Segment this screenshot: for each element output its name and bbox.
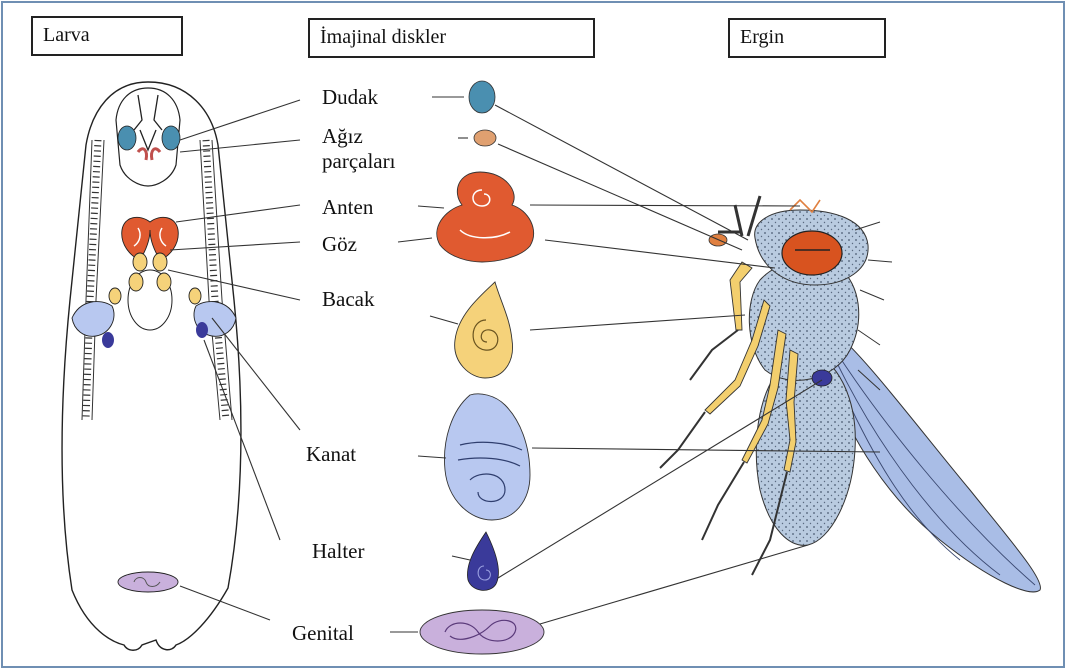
label-kanat: Kanat xyxy=(306,443,356,465)
label-agiz-line2: parçaları xyxy=(322,150,395,172)
label-goz: Göz xyxy=(322,233,357,255)
larva-dudak-disc xyxy=(118,126,136,150)
larva-halter-disc-left xyxy=(102,332,114,348)
label-anten: Anten xyxy=(322,196,373,218)
larva-halter-disc-right xyxy=(196,322,208,338)
adult-fly-drawing xyxy=(660,196,1040,592)
fly-eye xyxy=(782,231,842,275)
agiz-disc xyxy=(474,130,496,146)
fly-antenna xyxy=(718,196,760,236)
header-larva: Larva xyxy=(31,16,183,56)
label-halter: Halter xyxy=(312,540,364,562)
label-agiz-line1: Ağız xyxy=(322,125,363,147)
larva-genital-disc xyxy=(118,572,178,592)
halter-disc xyxy=(467,532,498,590)
label-bacak: Bacak xyxy=(322,288,374,310)
eye-antenna-disc xyxy=(437,172,534,262)
label-genital: Genital xyxy=(292,622,354,644)
imaginal-discs xyxy=(420,81,544,654)
label-dudak: Dudak xyxy=(322,86,378,108)
header-adult: Ergin xyxy=(728,18,886,58)
fly-wing xyxy=(830,330,1040,592)
fly-halter xyxy=(812,370,832,386)
dudak-disc xyxy=(469,81,495,113)
leg-disc xyxy=(455,282,513,378)
header-imaginal-discs: İmajinal diskler xyxy=(308,18,595,58)
